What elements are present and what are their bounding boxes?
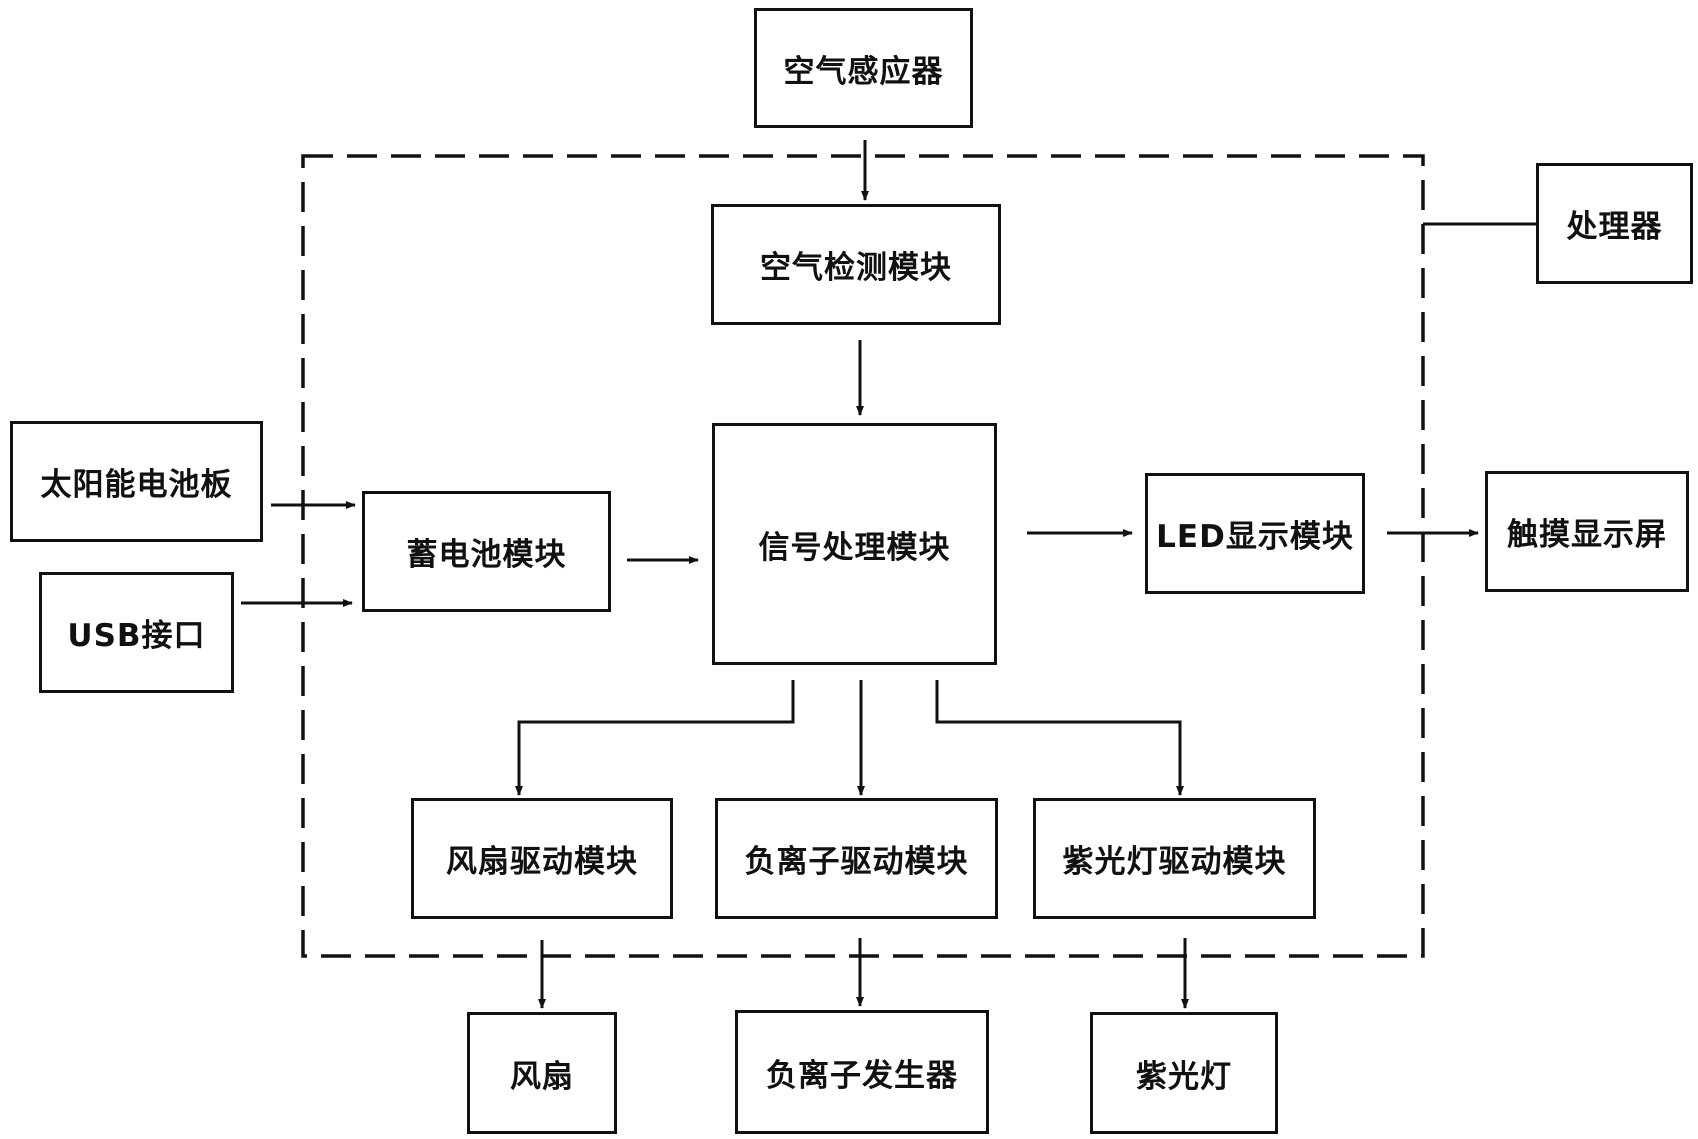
anion-generator-box: 负离子发生器 <box>735 1010 989 1134</box>
usb-port-box: USB接口 <box>39 572 234 693</box>
signal-processing-module-box: 信号处理模块 <box>712 423 997 665</box>
battery-module-box: 蓄电池模块 <box>362 491 611 612</box>
fan-driver-module-box: 风扇驱动模块 <box>411 798 673 919</box>
air-detection-module-box: 空气检测模块 <box>711 204 1001 325</box>
anion-driver-module-box: 负离子驱动模块 <box>715 798 998 919</box>
air-sensor-box: 空气感应器 <box>754 8 973 128</box>
arrow-signal-processing-to-uv-driver <box>935 680 1184 796</box>
processor-boundary <box>301 154 1425 958</box>
fan-box: 风扇 <box>467 1012 617 1134</box>
touch-screen-box: 触摸显示屏 <box>1485 471 1689 592</box>
solar-panel-box: 太阳能电池板 <box>10 421 263 542</box>
uv-lamp-driver-module-box: 紫光灯驱动模块 <box>1033 798 1316 919</box>
processor-box: 处理器 <box>1536 163 1693 284</box>
led-display-module-box: LED显示模块 <box>1145 473 1365 594</box>
arrow-signal-processing-to-fan-driver <box>515 680 795 796</box>
uv-lamp-box: 紫光灯 <box>1090 1012 1278 1134</box>
